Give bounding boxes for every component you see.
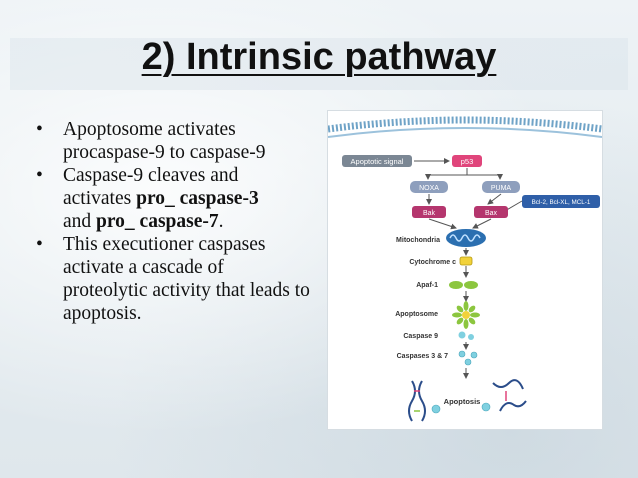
bullet-mark: •: [36, 119, 43, 140]
caspase-dna-icon-2: [481, 402, 491, 412]
caspase9-icon-2: [468, 334, 474, 340]
caspase37-label: Caspases 3 & 7: [397, 353, 448, 360]
bax-label: Bax: [485, 210, 498, 217]
apaf-icon-2: [464, 281, 478, 289]
bullet-text: This executioner caspases activate a cas…: [63, 234, 310, 324]
puma-box: [482, 181, 520, 193]
caspase9-label: Caspase 9: [403, 333, 438, 340]
caspase-dna-icon-1: [431, 404, 441, 414]
puma-label: PUMA: [491, 185, 512, 192]
bullet-text-end: .: [218, 211, 224, 232]
puma-to-bax: [487, 193, 502, 205]
cell-membrane-inner: [327, 127, 603, 138]
pathway-diagram: Apoptotic signal p53 NOXA PUMA Bcl-2, Bc…: [327, 116, 603, 422]
bullet-mark: •: [36, 165, 43, 186]
bullet-list: • Apoptosome activates procaspase-9 to c…: [36, 118, 311, 325]
bullet-item-3: • This executioner caspases activate a c…: [36, 233, 311, 325]
caspase37-icon-2: [470, 351, 478, 359]
apoptosome-icon: [452, 301, 480, 329]
cytochrome-icon: [459, 256, 473, 266]
bullet-text: Caspase-9 cleaves and activates: [63, 165, 239, 209]
mitochondria-label: Mitochondria: [396, 237, 440, 244]
slide-title: 2) Intrinsic pathway: [141, 36, 497, 78]
dna-right-icon: [492, 379, 527, 412]
bullet-item-1: • Apoptosome activates procaspase-9 to c…: [36, 118, 311, 164]
noxa-label: NOXA: [419, 185, 439, 192]
bullet-bold-procaspase7: pro_ caspase-7: [96, 211, 219, 232]
apaf-icon-1: [449, 281, 463, 289]
bullet-text-mid: and: [63, 211, 97, 232]
title-band: [10, 38, 628, 90]
caspase9-icon-1: [458, 331, 466, 339]
apoptotic-signal-box: [342, 155, 412, 167]
bax-box: [474, 206, 508, 218]
inhibitors-box: [522, 195, 600, 208]
apoptosome-label: Apoptosome: [395, 311, 438, 318]
bax-to-mito: [472, 218, 492, 229]
bullet-mark: •: [36, 234, 43, 255]
bullet-item-2: • Caspase-9 cleaves and activates pro_ c…: [36, 164, 311, 233]
p53-label: p53: [461, 157, 474, 166]
cytochrome-label: Cytochrome c: [409, 259, 456, 266]
dna-left-icon: [408, 380, 426, 422]
noxa-box: [410, 181, 448, 193]
pathway-figure: Apoptotic signal p53 NOXA PUMA Bcl-2, Bc…: [327, 110, 603, 430]
mitochondria-cristae: [449, 234, 481, 242]
inhibitors-label: Bcl-2, Bcl-XL, MCL-1: [532, 199, 591, 206]
bullet-text: Apoptosome activates procaspase-9 to cas…: [63, 119, 266, 163]
apaf-label: Apaf-1: [416, 282, 438, 289]
caspase37-icon-1: [458, 350, 466, 358]
caspase37-icon-3: [464, 358, 472, 366]
mitochondria-icon: [446, 229, 486, 247]
bakbax-to-mito: [428, 218, 457, 230]
bak-box: [412, 206, 446, 218]
apoptotic-signal-label: Apoptotic signal: [351, 157, 404, 166]
apoptosis-label: Apoptosis: [444, 397, 481, 406]
bullet-bold-procaspase3: pro_ caspase-3: [136, 188, 259, 209]
p53-box: [452, 155, 482, 167]
bak-label: Bak: [423, 210, 436, 217]
cell-membrane: [327, 116, 603, 133]
